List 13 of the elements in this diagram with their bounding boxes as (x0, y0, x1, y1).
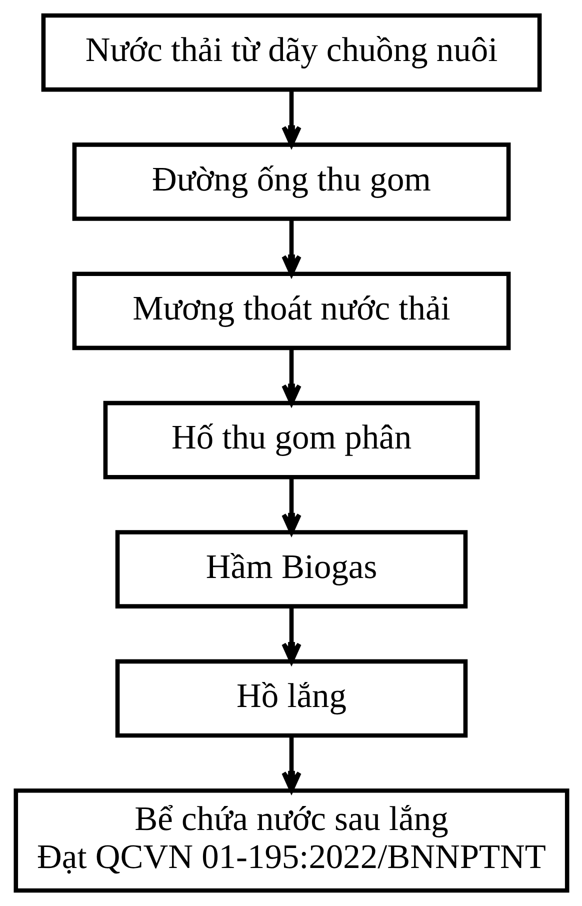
node-box: Bể chứa nước sau lắng Đạt QCVN 01-195:2022/BNNPTNT (13, 788, 569, 893)
node-box: Nước thải từ dãy chuồng nuôi (40, 13, 542, 92)
node-box: Hầm Biogas (114, 530, 468, 608)
node-box: Mương thoát nước thải (72, 272, 510, 350)
node-box: Đường ống thu gom (72, 142, 510, 221)
arrow (281, 478, 301, 534)
arrow (281, 348, 301, 406)
arrow (281, 219, 301, 276)
node-box: Hồ lắng (114, 659, 468, 738)
node-box: Hố thu gom phân (102, 400, 480, 480)
arrow (281, 90, 301, 147)
arrow (281, 736, 301, 792)
arrow (281, 606, 301, 664)
